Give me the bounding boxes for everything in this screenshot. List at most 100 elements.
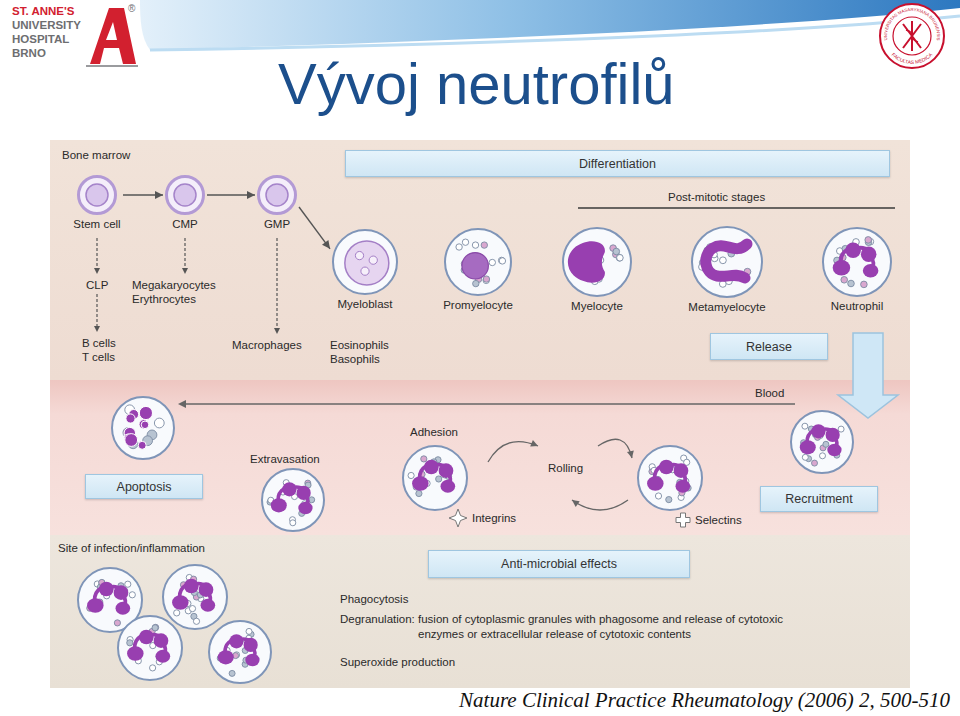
connector [299, 207, 330, 249]
granule [456, 244, 462, 250]
granule [125, 581, 131, 587]
granule [655, 493, 661, 499]
region-band: BloodApoptosisRecruitment [50, 380, 910, 535]
nuclear-lobe [127, 646, 144, 661]
nuclear-fragment [126, 414, 135, 423]
cell-nucleus [174, 184, 196, 206]
box-text: Recruitment [785, 491, 852, 507]
cell-node: Promyelocyte [441, 226, 515, 312]
cell-membrane [638, 446, 702, 510]
stem-cell-membrane [167, 177, 204, 214]
header-swoosh [140, 0, 960, 50]
nuclear-lobe [647, 476, 664, 491]
region-heading: Site of infection/inflammation [58, 541, 205, 555]
cell-nucleus [568, 241, 605, 282]
granule [838, 426, 844, 432]
box-text: Anti-microbial effects [501, 556, 617, 572]
connector [207, 191, 255, 199]
region-band: Bone marrowDifferentiationStem cellCMPGM… [50, 140, 910, 380]
cell-drawing [163, 173, 207, 217]
arrowhead [155, 191, 163, 199]
nuclear-lobe [826, 428, 840, 442]
nuclear-lobe [199, 582, 214, 597]
cell-nucleus [706, 244, 747, 278]
annotation: Rolling [548, 461, 583, 475]
nuclear-lobe [245, 654, 259, 666]
region-heading: Bone marrow [62, 148, 130, 162]
granule [462, 239, 468, 245]
rolling-arrow [572, 500, 628, 510]
nuclear-lobe [99, 582, 114, 597]
box-text: Differentiation [579, 156, 656, 172]
granule [720, 257, 727, 264]
granule [473, 280, 479, 286]
granule [472, 242, 478, 248]
granule [129, 592, 135, 598]
arrowhead [94, 268, 100, 274]
stem-cell-membrane [79, 177, 116, 214]
nuclear-lobe [154, 633, 169, 648]
arrowhead [322, 240, 330, 249]
nuclear-lobe [201, 599, 216, 612]
annotation: Erythrocytes [132, 292, 196, 306]
cell-drawing [560, 225, 634, 299]
nuclear-lobe [87, 598, 104, 613]
nuclear-lobe [218, 650, 234, 664]
arrowhead [182, 268, 188, 274]
cell-drawing [330, 227, 400, 297]
granule [234, 652, 240, 658]
nuclear-lobe [229, 634, 243, 648]
nuclear-lobe [412, 476, 429, 491]
arrowhead [94, 326, 100, 332]
nuclear-lobe [800, 440, 816, 454]
nuclear-lobe [298, 502, 312, 514]
granule [114, 620, 120, 626]
cell-membrane [563, 228, 631, 296]
cell-nucleus [86, 184, 108, 206]
granule [189, 606, 195, 612]
cell-label: Myeloblast [338, 297, 393, 311]
stage-bracket-line [578, 207, 895, 209]
cell-label: Metamyelocyte [688, 300, 765, 314]
granule [823, 441, 829, 447]
cell-membrane [692, 227, 762, 297]
annotation: T cells [82, 350, 115, 364]
stage-box: Recruitment [760, 486, 878, 512]
university-seal [880, 4, 944, 68]
annotation: Megakaryocytes [132, 278, 216, 292]
nuclear-lobe [659, 460, 674, 475]
cell-label: Myelocyte [571, 299, 623, 313]
nuclear-lobe [271, 498, 287, 512]
nuclear-lobe [674, 463, 689, 478]
granule [616, 255, 623, 262]
box-text: Apoptosis [117, 479, 172, 495]
nuclear-fragment [139, 406, 152, 419]
cell-membrane [112, 397, 174, 459]
seal-text-path-run: UNIVERSITAS MASARYKIANA BRUNENSIS [883, 7, 941, 41]
cell-label: Stem cell [73, 217, 120, 231]
box-text: Release [746, 339, 792, 355]
nucleolus [369, 256, 377, 264]
region-band: Site of infection/inflammationAnti-micro… [50, 535, 910, 688]
granule [421, 456, 427, 462]
nuclear-lobe [139, 630, 154, 645]
annotation: Post-mitotic stages [668, 190, 765, 204]
nuclear-lobe [297, 486, 311, 500]
cell-drawing [442, 226, 514, 298]
granule [820, 453, 826, 459]
connector-line [299, 207, 330, 249]
dashed-arrow [96, 238, 97, 270]
hospital-logo-letter [90, 8, 136, 64]
nuclear-lobe [833, 260, 851, 276]
nuclear-lobe [156, 650, 171, 663]
granule [153, 624, 159, 630]
seal-text-path-run: FACULTAS MEDICA [891, 51, 934, 65]
stage-box: Differentiation [345, 150, 890, 177]
nucleolus [355, 251, 363, 259]
granule [246, 628, 252, 634]
stage-box: Anti-microbial effects [428, 550, 690, 578]
granule [613, 248, 620, 255]
nucleolus [361, 267, 369, 275]
cell-drawing [820, 225, 894, 299]
